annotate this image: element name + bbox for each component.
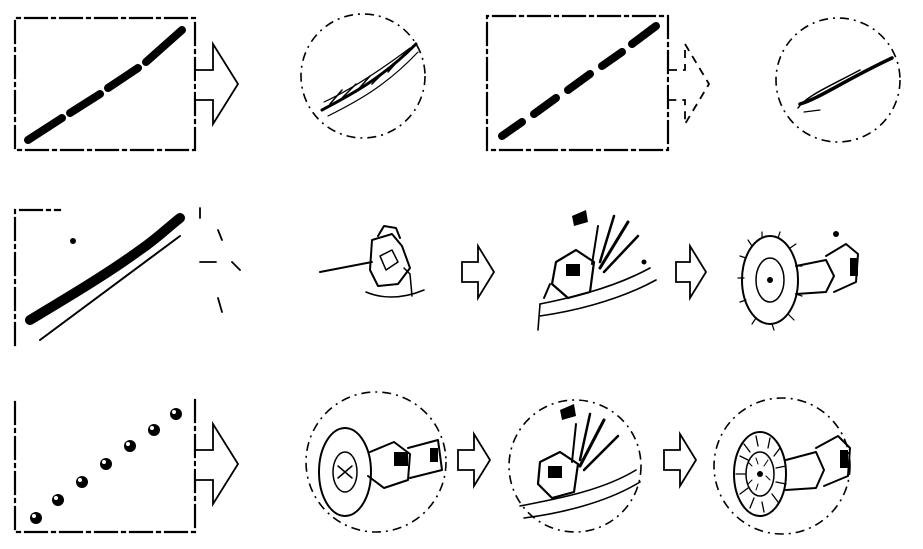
grinder-icon (536, 450, 580, 500)
step-grinding-with-sparks (537, 210, 657, 331)
dashed-weld-bead (24, 26, 186, 144)
step-grinder-disc-circled (305, 391, 447, 533)
frame-outline-2 (485, 14, 670, 152)
arrow-right-icon (461, 242, 496, 302)
row-3 (13, 391, 851, 535)
frame-outline-3 (13, 208, 62, 347)
arrow-right-icon (669, 40, 711, 128)
magnify-circle-4 (508, 399, 642, 533)
dashed-segments (498, 22, 660, 140)
row-2 (13, 207, 859, 347)
frame-dashed-bead (13, 16, 197, 152)
arrow-right-icon (663, 430, 698, 490)
magnify-circle-2 (775, 17, 901, 143)
frame-porosity-dots (13, 398, 197, 534)
wire-brush-icon (733, 431, 851, 517)
porosity-dots (30, 408, 182, 524)
frame-outline-4 (13, 398, 197, 534)
arrow-right-icon (675, 242, 708, 302)
arrow-right-icon (457, 430, 492, 490)
wire-brush-icon (737, 231, 859, 331)
arrow-right-icon (196, 420, 240, 508)
arrow-right-icon (199, 207, 241, 313)
grinder-icon (318, 427, 443, 517)
sparks-icon (572, 210, 647, 274)
detail-thin-seam (775, 17, 901, 143)
sparks-icon (560, 404, 620, 472)
step-wire-brush-circled (713, 397, 851, 535)
row-1 (13, 13, 901, 152)
step-grinding-sparks-circled (508, 399, 642, 533)
grinder-icon (543, 248, 596, 300)
magnify-circle (300, 13, 426, 139)
frame-dashed-segments (485, 14, 670, 152)
detail-hairline-crack (300, 13, 426, 139)
frame-wide-bead-with-parallel-line (13, 208, 185, 347)
arrow-right-icon (196, 40, 240, 128)
frame-outline (13, 16, 197, 152)
magnify-circle-3 (305, 391, 447, 533)
step-grinder-on-seam (319, 225, 425, 298)
step-wire-brush-wheel (737, 231, 859, 331)
grinder-icon (319, 225, 425, 298)
magnify-circle-5 (713, 397, 851, 535)
